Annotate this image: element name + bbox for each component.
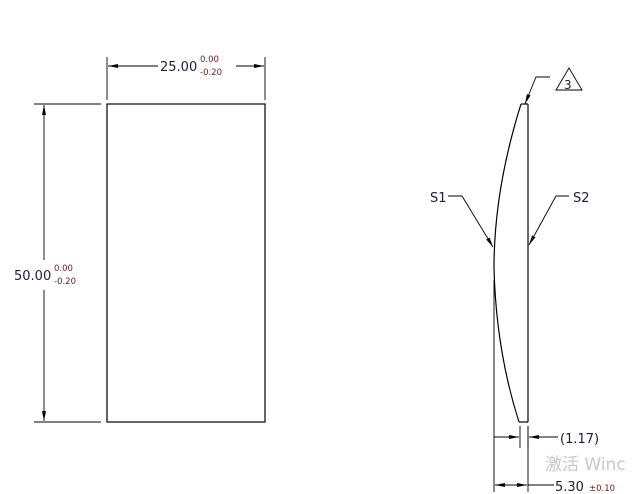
height-tol-lower: -0.20 — [54, 277, 76, 287]
front-view-outline — [106, 103, 266, 423]
thickness-value: 5.30 — [555, 480, 584, 494]
s1-label: S1 — [430, 191, 447, 206]
surface-2-callout: S2 — [528, 191, 590, 246]
width-value: 25.00 — [160, 60, 197, 75]
edge-thickness-dimension: (1.17) — [494, 426, 599, 448]
thickness-dimension: 激活 Winc 5.30 ±0.10 — [493, 280, 626, 494]
triangle-note-icon — [555, 67, 583, 91]
width-dimension: 25.00 0.00 -0.20 — [106, 55, 266, 100]
thickness-tol: ±0.10 — [589, 484, 615, 494]
width-tol-upper: 0.00 — [200, 55, 219, 65]
note-triangle-callout: 3 — [524, 67, 583, 105]
width-tol-lower: -0.20 — [200, 68, 222, 78]
s2-label: S2 — [573, 191, 590, 206]
note-number: 3 — [564, 78, 572, 92]
watermark: 激活 Winc — [545, 455, 626, 475]
surface-1-callout: S1 — [430, 191, 494, 248]
height-tol-upper: 0.00 — [54, 264, 73, 274]
height-value: 50.00 — [14, 269, 51, 284]
height-dimension: 50.00 0.00 -0.20 — [14, 103, 101, 423]
edge-thickness-value: (1.17) — [560, 432, 599, 447]
side-view-outline — [493, 103, 529, 423]
